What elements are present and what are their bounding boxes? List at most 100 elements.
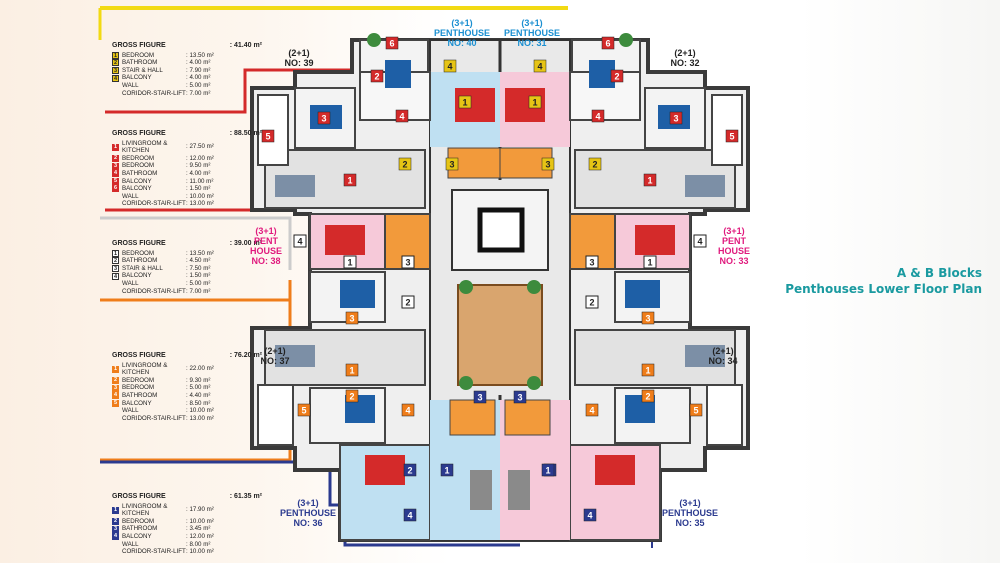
unit-type: (3+1) xyxy=(723,226,745,236)
gross-figure: GROSS FIGURE: 61.35 m² xyxy=(112,493,262,501)
legend-room-area: : 4.40 m² xyxy=(186,391,211,399)
sofa xyxy=(275,345,315,367)
room-marker-number: 4 xyxy=(589,406,594,416)
room-marker-box xyxy=(401,295,415,309)
room-marker-number: 1 xyxy=(462,98,467,108)
room-marker-number: 3 xyxy=(589,258,594,268)
room-marker-box xyxy=(401,255,415,269)
legend-row: CORIDOR-STAIR-LIFT: 13.00 m² xyxy=(112,415,262,423)
room-marker-box xyxy=(343,173,357,187)
plant xyxy=(527,280,541,294)
room-marker-number: 2 xyxy=(374,72,379,82)
room-marker-number: 4 xyxy=(587,511,592,521)
legend-room-name: WALL xyxy=(122,407,139,415)
legend-number-badge: 5 xyxy=(112,399,119,407)
unit-type: (2+1) xyxy=(712,346,734,356)
room-marker-number: 6 xyxy=(389,39,394,49)
furniture xyxy=(275,33,725,510)
gross-figure-label: GROSS FIGURE xyxy=(112,42,166,49)
room-marker-box xyxy=(345,363,359,377)
room-marker-number: 2 xyxy=(405,298,410,308)
room-marker-box xyxy=(541,157,555,171)
legend-room-area: : 10.00 m² xyxy=(186,548,214,556)
legend-number-badge: 1 xyxy=(112,143,119,151)
legend-room-area: : 10.00 m² xyxy=(186,517,214,525)
bed xyxy=(589,60,615,88)
legend-room-area: : 11.00 m² xyxy=(186,177,214,185)
bed xyxy=(635,225,675,255)
bed xyxy=(595,455,635,485)
plant xyxy=(459,280,473,294)
plant xyxy=(527,376,541,390)
room-marker-number: 4 xyxy=(595,112,600,122)
room-marker-number: 2 xyxy=(614,72,619,82)
plant xyxy=(367,33,381,47)
unit-number: NO: 37 xyxy=(260,356,290,366)
legend-room-name: BALCONY xyxy=(122,399,152,407)
room-marker-box xyxy=(641,311,655,325)
legend-number-badge: 1 xyxy=(112,365,119,373)
room-marker-box xyxy=(385,36,399,50)
room-marker-box xyxy=(541,463,555,477)
plan-title-line2: Penthouses Lower Floor Plan xyxy=(785,282,982,296)
gross-figure-label: GROSS FIGURE xyxy=(112,130,166,137)
unit-label-37: (2+1)NO: 37 xyxy=(252,346,298,366)
room-marker-number: 1 xyxy=(647,176,652,186)
unit-type: (3+1) xyxy=(297,498,319,508)
sofa xyxy=(685,345,725,367)
outline-navy xyxy=(100,460,520,547)
legend-room-area: : 7.00 m² xyxy=(186,287,211,295)
room-marker-number: 4 xyxy=(537,62,542,72)
legend-number-badge: 2 xyxy=(112,257,119,265)
legend-number-badge: 3 xyxy=(112,265,119,273)
legend-room-area: : 13.00 m² xyxy=(186,414,214,422)
room-marker-box xyxy=(261,129,275,143)
room-marker-number: 1 xyxy=(647,258,652,268)
legend-number-badge: 4 xyxy=(112,392,119,400)
room-marker-box xyxy=(513,390,527,404)
legend-room-name: BATHROOM xyxy=(122,525,158,533)
unit-number: NO: 35 xyxy=(675,518,705,528)
room-marker-box xyxy=(343,255,357,269)
room-marker-number: 2 xyxy=(349,392,354,402)
room-marker-box xyxy=(585,403,599,417)
room-marker-box xyxy=(669,111,683,125)
room-marker-box xyxy=(297,403,311,417)
legend-number-badge: 2 xyxy=(112,377,119,385)
plan-title-line1: A & B Blocks xyxy=(896,266,982,280)
room-marker-box xyxy=(528,95,542,109)
legend-room-area: : 8.50 m² xyxy=(186,399,211,407)
plant xyxy=(459,376,473,390)
legend-number-badge: 1 xyxy=(112,506,119,514)
legend-room-name: BEDROOM xyxy=(122,249,154,257)
room-marker-number: 4 xyxy=(447,62,452,72)
legend-number-badge: 3 xyxy=(112,67,119,75)
room-marker-box xyxy=(588,157,602,171)
room-marker-number: 1 xyxy=(444,466,449,476)
legend-room-name: BEDROOM xyxy=(122,384,154,392)
legend-room-name: BEDROOM xyxy=(122,517,154,525)
legend-number-badge: 3 xyxy=(112,384,119,392)
room-marker-number: 2 xyxy=(592,160,597,170)
legend-room-name: CORIDOR-STAIR-LIFT xyxy=(122,287,186,295)
room-marker-number: 3 xyxy=(645,314,650,324)
room-marker-number: 2 xyxy=(402,160,407,170)
room-marker-number: 1 xyxy=(645,366,650,376)
room-marker-number: 3 xyxy=(449,160,454,170)
legend-row: CORIDOR-STAIR-LIFT: 7.00 m² xyxy=(112,288,262,296)
legend-room-area: : 7.00 m² xyxy=(186,89,211,97)
